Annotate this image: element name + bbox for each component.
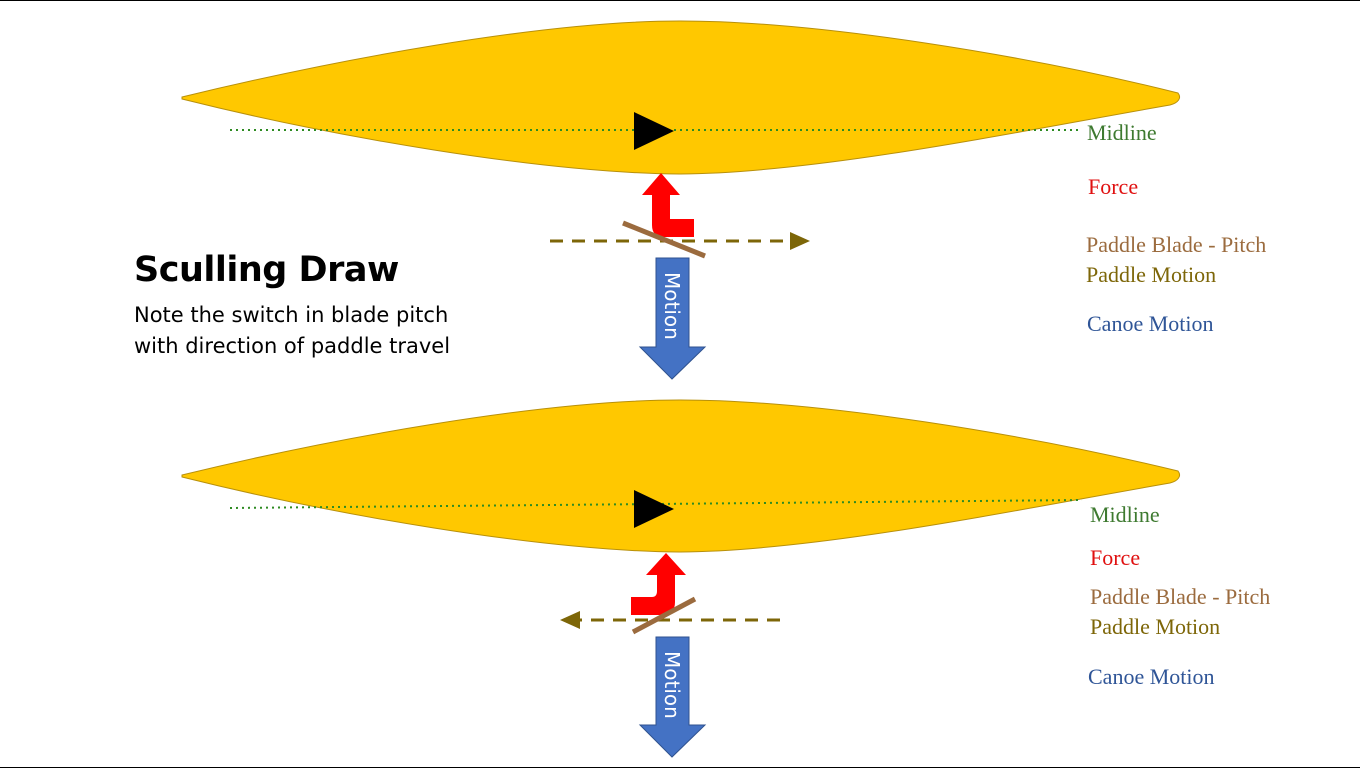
top-diagram: Motion [181,20,1181,380]
subtitle-line-2: with direction of paddle travel [134,334,451,358]
bottom-diagram: Motion [181,399,1181,758]
bottom-legend-paddle-motion: Paddle Motion [1090,614,1221,639]
top-legend-force: Force [1088,174,1139,199]
top-legend-paddle-motion: Paddle Motion [1086,262,1217,287]
top-legend-canoe-motion: Canoe Motion [1087,311,1214,336]
bottom-force-arrow [631,553,686,615]
bottom-canoe-bow-triangle [634,490,674,528]
subtitle-line-1: Note the switch in blade pitch [134,303,449,327]
bottom-legend-pitch: Paddle Blade - Pitch [1090,584,1271,609]
top-paddle-blade [622,220,706,259]
top-paddle-motion-arrowhead [790,232,810,250]
bottom-canoe-motion-arrow [638,636,707,758]
bottom-legend-force: Force [1090,545,1141,570]
bottom-legend-midline: Midline [1090,502,1160,527]
top-canoe-motion-arrow [638,257,707,380]
top-canoe-motion-arrow-label: Motion [660,272,684,340]
bottom-canoe-hull [181,399,1181,553]
bottom-paddle-blade [631,596,697,635]
top-legend-midline: Midline [1087,120,1157,145]
slide-title: Sculling Draw [134,250,399,290]
bottom-paddle-motion-arrowhead [560,611,580,629]
bottom-canoe-motion-arrow-label: Motion [660,651,684,719]
top-force-arrow [642,173,694,237]
bottom-legend-canoe-motion: Canoe Motion [1088,664,1215,689]
slide-subtitle: Note the switch in blade pitch with dire… [134,300,450,362]
top-legend-pitch: Paddle Blade - Pitch [1086,232,1267,257]
top-canoe-hull [181,20,1181,175]
top-canoe-bow-triangle [634,112,674,150]
